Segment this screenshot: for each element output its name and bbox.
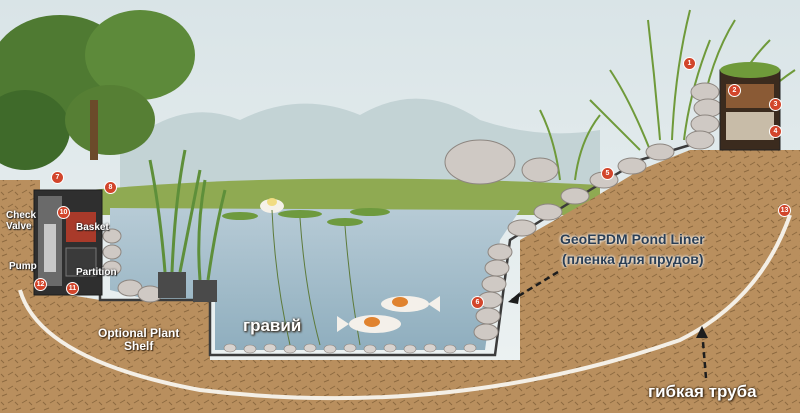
liner-label-en: GeoEPDM Pond Liner [560,231,705,247]
plant-shelf-label: Optional Plant Shelf [98,326,180,354]
basket-label: Basket [76,222,109,233]
marker-1: 1 [683,57,696,70]
edge-stones [102,82,723,341]
marker-5: 5 [601,167,614,180]
marker-2: 2 [728,84,741,97]
biofalls-box [719,62,781,151]
check-valve-line1: Check [6,210,37,221]
grass-field [90,178,600,215]
liner-arrow [511,270,559,302]
pipe-label: гибкая труба [648,382,757,401]
gravel-label: гравий [243,316,302,335]
marker-6: 6 [471,296,484,309]
pump-label: Pump [9,261,37,272]
plant-shelf-line1: Optional Plant [98,326,180,340]
trees-left [0,10,195,170]
partition-label: Partition [76,267,117,278]
marker-10: 10 [57,206,70,219]
marker-13: 13 [778,204,791,217]
soil [0,150,800,413]
marker-11: 11 [66,282,79,295]
marker-3: 3 [769,98,782,111]
pipe-arrowhead [696,326,708,338]
check-valve-line2: Valve [6,221,32,232]
check-valve-label: Check Valve [6,210,36,232]
water-lily-flower [260,198,284,213]
marker-12: 12 [34,278,47,291]
liner-arrowhead [508,292,520,304]
liner-label-ru: (пленка для прудов) [562,251,704,267]
flexible-pipe [18,214,792,401]
marker-4: 4 [769,125,782,138]
lily-pads [222,208,390,226]
marker-8: 8 [104,181,117,194]
marker-7: 7 [51,171,64,184]
gravel-bottom [223,343,477,354]
koi-fish [337,296,440,333]
aquatic-plants [148,149,227,302]
plant-shelf-line2: Shelf [124,339,154,354]
